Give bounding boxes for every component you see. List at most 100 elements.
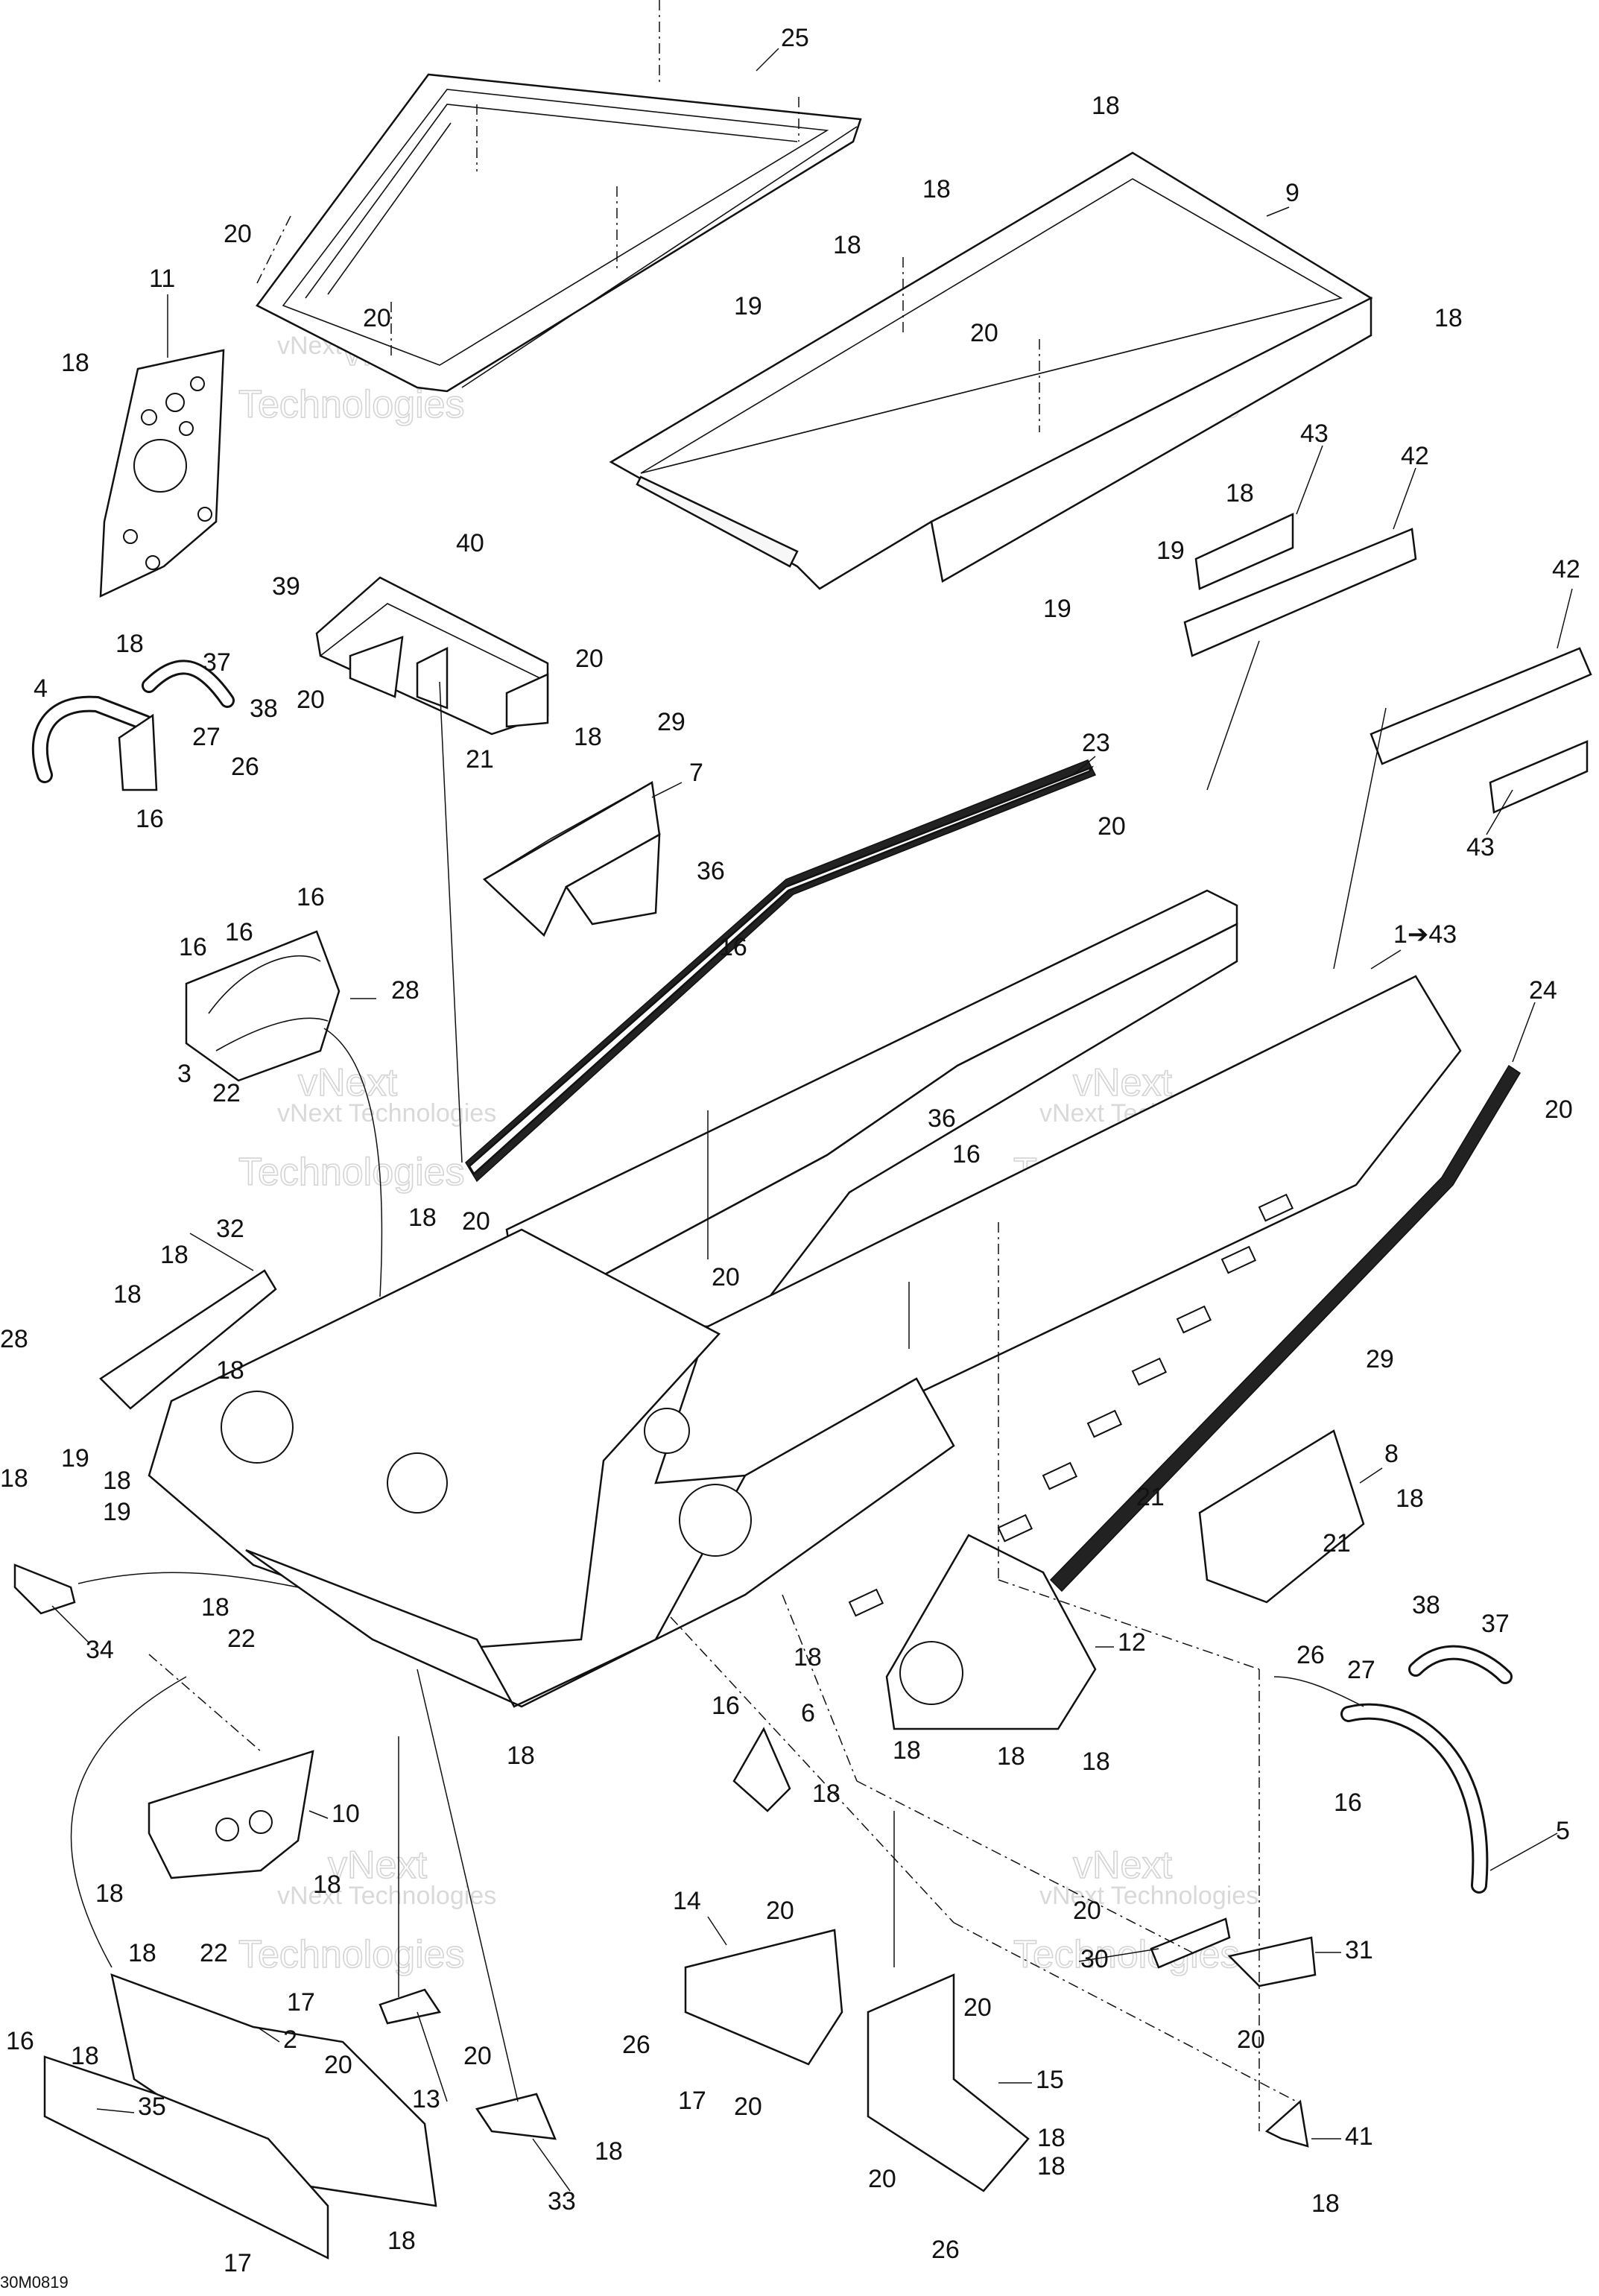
callout-22: 22 — [212, 1079, 241, 1107]
callout-43: 43 — [1466, 833, 1495, 861]
callout-18: 18 — [893, 1736, 921, 1765]
callout-16: 16 — [179, 933, 207, 961]
callout-19: 19 — [734, 292, 762, 320]
callout-20: 20 — [963, 1993, 992, 2022]
callout-13: 13 — [412, 2085, 440, 2113]
callout-18: 18 — [922, 175, 951, 203]
callout-18: 18 — [95, 1879, 124, 1908]
callout-16: 16 — [297, 883, 325, 911]
callout-18: 18 — [997, 1742, 1025, 1771]
callout-19: 19 — [103, 1498, 131, 1526]
callout-18: 18 — [833, 231, 861, 259]
part-39-bracket — [315, 576, 549, 736]
callout-31: 31 — [1345, 1936, 1373, 1964]
callout-21: 21 — [466, 745, 494, 774]
watermark-text: vNext — [1073, 1844, 1172, 1887]
part-31-bracket — [1227, 1936, 1317, 1987]
callout-16: 16 — [1334, 1789, 1362, 1817]
callout-18: 18 — [0, 1464, 28, 1493]
callout-10: 10 — [332, 1800, 360, 1828]
alignment-lines — [148, 1222, 1297, 2131]
part-13-bracket — [379, 1988, 442, 2025]
callout-24: 24 — [1529, 976, 1557, 1005]
callout-42: 42 — [1401, 442, 1429, 470]
callout-26: 26 — [622, 2031, 650, 2059]
callout-28: 28 — [0, 1325, 28, 1353]
callout-2: 2 — [283, 2025, 297, 2054]
part-23-rail — [465, 759, 1097, 1183]
callout-15: 15 — [1036, 2066, 1064, 2094]
callout-18: 18 — [160, 1241, 189, 1269]
assembly-arrows — [70, 640, 1387, 2102]
callout-18: 18 — [574, 723, 602, 751]
callout-16: 16 — [712, 1692, 740, 1720]
callout-18: 18 — [1037, 2152, 1066, 2180]
part-3-bracket — [185, 930, 341, 1082]
callout-18: 18 — [387, 2227, 416, 2255]
callout-17: 17 — [224, 2249, 252, 2277]
callout-18: 18 — [794, 1643, 822, 1672]
callout-20: 20 — [1073, 1897, 1101, 1925]
callout-11: 11 — [149, 265, 175, 293]
callout-18: 18 — [408, 1204, 437, 1232]
callout-8: 8 — [1384, 1440, 1399, 1468]
callout-18: 18 — [812, 1780, 840, 1808]
callout-20: 20 — [1098, 812, 1126, 841]
part-12-side-plate — [885, 1534, 1097, 1730]
callout-17: 17 — [287, 1988, 315, 2017]
callout-33: 33 — [548, 2187, 576, 2216]
part-5-handle — [1340, 1645, 1513, 1894]
callout-18: 18 — [1396, 1484, 1424, 1513]
callout-20: 20 — [575, 645, 604, 673]
callout-5: 5 — [1556, 1817, 1570, 1845]
callout-32: 32 — [216, 1215, 244, 1243]
callout-37: 37 — [203, 648, 231, 677]
callout-40: 40 — [456, 529, 484, 557]
callout-18: 18 — [201, 1593, 229, 1622]
callout-9: 9 — [1285, 179, 1299, 207]
callout-25: 25 — [781, 24, 809, 52]
callout-16: 16 — [952, 1140, 981, 1168]
callout-3: 3 — [177, 1060, 191, 1088]
callout-35: 35 — [138, 2093, 166, 2121]
callout-18: 18 — [61, 349, 89, 377]
part-33-bracket — [475, 2093, 557, 2140]
callout-29: 29 — [657, 708, 685, 736]
callout-20: 20 — [297, 686, 325, 714]
callout-18: 18 — [71, 2042, 99, 2070]
callout-20: 20 — [324, 2051, 352, 2079]
callout-42: 42 — [1552, 555, 1580, 584]
watermark-text: Technologies — [238, 1933, 465, 1976]
callout-21: 21 — [1323, 1529, 1351, 1557]
leader-lines — [51, 48, 1573, 2192]
callout-20: 20 — [363, 304, 391, 332]
callout-20: 20 — [868, 2165, 896, 2193]
callout-22: 22 — [200, 1939, 228, 1967]
callout-19: 19 — [61, 1444, 89, 1473]
callout-20: 20 — [970, 319, 998, 347]
callout-7: 7 — [689, 759, 703, 787]
callout-20: 20 — [224, 220, 252, 248]
callout-20: 20 — [463, 2042, 492, 2070]
callout-14: 14 — [673, 1887, 701, 1915]
callout-21: 21 — [1136, 1483, 1165, 1511]
callout-20: 20 — [1237, 2025, 1265, 2054]
callout-37: 37 — [1481, 1610, 1510, 1638]
callout-29: 29 — [1366, 1345, 1394, 1373]
part-41-bracket — [1264, 2099, 1309, 2148]
callout-16: 16 — [6, 2027, 34, 2055]
callout-28: 28 — [391, 976, 419, 1005]
callout-18: 18 — [128, 1939, 156, 1967]
part-24-rail — [1049, 1064, 1522, 1593]
part-2-cross-member — [43, 1973, 437, 2260]
callout-38: 38 — [250, 695, 278, 723]
callout-26: 26 — [1296, 1641, 1325, 1669]
callout-4: 4 — [34, 674, 48, 703]
callout-18: 18 — [1226, 479, 1254, 507]
callout-18: 18 — [1434, 304, 1463, 332]
callout-36: 36 — [697, 857, 725, 885]
callout-18: 18 — [115, 630, 144, 658]
callout-18: 18 — [1092, 92, 1120, 120]
callout-34: 34 — [86, 1636, 114, 1664]
